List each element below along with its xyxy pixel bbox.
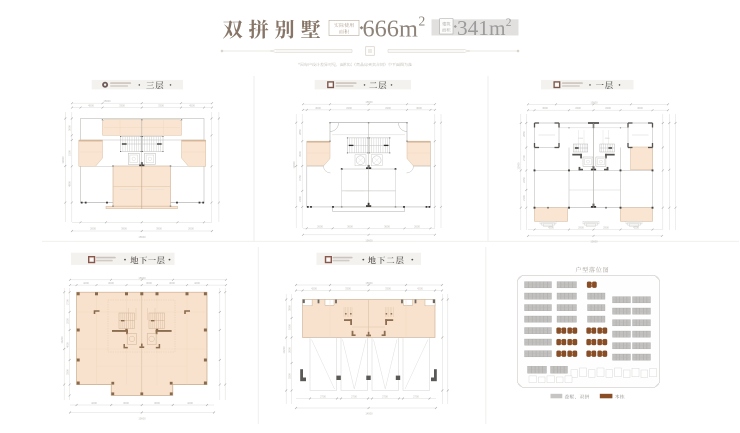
svg-text:4200: 4200 bbox=[311, 287, 317, 291]
svg-text:3800: 3800 bbox=[288, 305, 292, 311]
svg-text:2900: 2900 bbox=[578, 226, 584, 230]
svg-text:12900: 12900 bbox=[61, 156, 65, 164]
svg-text:14500: 14500 bbox=[365, 412, 373, 416]
svg-text:3000: 3000 bbox=[108, 281, 114, 285]
svg-text:2700: 2700 bbox=[522, 155, 526, 161]
svg-text:3750: 3750 bbox=[298, 175, 302, 181]
svg-text:3900: 3900 bbox=[156, 226, 162, 230]
svg-text:4500: 4500 bbox=[315, 106, 321, 110]
svg-text:2600: 2600 bbox=[414, 224, 420, 228]
svg-text:3300: 3300 bbox=[385, 106, 391, 110]
svg-text:13200: 13200 bbox=[60, 336, 64, 344]
svg-text:1200: 1200 bbox=[578, 138, 584, 140]
svg-text:3600: 3600 bbox=[123, 401, 129, 405]
svg-text:2900: 2900 bbox=[603, 226, 609, 230]
svg-text:3300: 3300 bbox=[575, 106, 581, 110]
svg-text:2600: 2600 bbox=[317, 224, 323, 228]
svg-text:3300: 3300 bbox=[66, 369, 70, 375]
svg-text:12900: 12900 bbox=[292, 161, 296, 169]
svg-text:3000: 3000 bbox=[169, 281, 175, 285]
svg-text:4200: 4200 bbox=[91, 401, 97, 405]
svg-text:5100: 5100 bbox=[68, 150, 72, 156]
svg-text:15600: 15600 bbox=[590, 240, 598, 244]
svg-text:10200: 10200 bbox=[282, 346, 286, 354]
svg-text:2700: 2700 bbox=[320, 395, 326, 399]
svg-text:2: 2 bbox=[419, 14, 426, 29]
svg-text:4200: 4200 bbox=[83, 281, 89, 285]
svg-text:2700: 2700 bbox=[66, 299, 70, 305]
svg-text:2700: 2700 bbox=[413, 395, 419, 399]
svg-text:4500: 4500 bbox=[189, 104, 195, 108]
svg-text:3600: 3600 bbox=[384, 224, 390, 228]
svg-text:4200: 4200 bbox=[417, 287, 423, 291]
svg-text:3300: 3300 bbox=[605, 106, 611, 110]
svg-text:4200: 4200 bbox=[633, 226, 639, 230]
svg-text:2700: 2700 bbox=[382, 395, 388, 399]
svg-text:3000: 3000 bbox=[146, 281, 152, 285]
svg-text:12900: 12900 bbox=[517, 162, 521, 170]
svg-text:2550: 2550 bbox=[66, 318, 70, 324]
svg-text:2850: 2850 bbox=[522, 131, 526, 137]
svg-text:3300: 3300 bbox=[158, 104, 164, 108]
svg-text:5300: 5300 bbox=[288, 373, 292, 379]
svg-text:3900: 3900 bbox=[298, 151, 302, 157]
svg-text:3600: 3600 bbox=[154, 401, 160, 405]
svg-text:3600: 3600 bbox=[347, 224, 353, 228]
svg-text:3300: 3300 bbox=[119, 104, 125, 108]
svg-text:4500: 4500 bbox=[637, 106, 643, 110]
svg-text:1900: 1900 bbox=[288, 324, 292, 330]
svg-text:2600: 2600 bbox=[288, 347, 292, 353]
svg-text:15600: 15600 bbox=[138, 416, 146, 420]
svg-text:15600: 15600 bbox=[590, 100, 598, 104]
svg-text:3300: 3300 bbox=[345, 287, 351, 291]
svg-text:2600: 2600 bbox=[90, 226, 96, 230]
svg-text:15600: 15600 bbox=[138, 276, 146, 280]
svg-text:2700: 2700 bbox=[351, 395, 357, 399]
svg-text:4200: 4200 bbox=[187, 401, 193, 405]
svg-text:2100: 2100 bbox=[522, 195, 526, 201]
svg-text:15600: 15600 bbox=[365, 281, 373, 285]
svg-text:4200: 4200 bbox=[194, 281, 200, 285]
svg-text:2250: 2250 bbox=[522, 177, 526, 183]
svg-text:666m: 666m bbox=[363, 15, 418, 42]
svg-text:3300: 3300 bbox=[385, 287, 391, 291]
svg-text:3900: 3900 bbox=[121, 226, 127, 230]
svg-text:4500: 4500 bbox=[416, 106, 422, 110]
svg-text:2850: 2850 bbox=[298, 129, 302, 135]
svg-text:3000: 3000 bbox=[68, 125, 72, 131]
svg-text:4050: 4050 bbox=[66, 342, 70, 348]
svg-text:341m: 341m bbox=[457, 16, 506, 40]
svg-text:15600: 15600 bbox=[103, 99, 111, 103]
svg-text:2: 2 bbox=[506, 17, 512, 29]
svg-text:4500: 4500 bbox=[88, 104, 94, 108]
svg-text:4200: 4200 bbox=[548, 226, 554, 230]
svg-text:15600: 15600 bbox=[365, 100, 373, 104]
svg-text:15600: 15600 bbox=[365, 239, 373, 243]
svg-text:15600: 15600 bbox=[138, 235, 146, 239]
svg-text:1200: 1200 bbox=[605, 138, 611, 140]
svg-text:2600: 2600 bbox=[188, 226, 194, 230]
svg-text:4500: 4500 bbox=[542, 106, 548, 110]
svg-text:3300: 3300 bbox=[346, 106, 352, 110]
svg-text:4800: 4800 bbox=[68, 181, 72, 187]
svg-text:2400: 2400 bbox=[298, 196, 302, 202]
